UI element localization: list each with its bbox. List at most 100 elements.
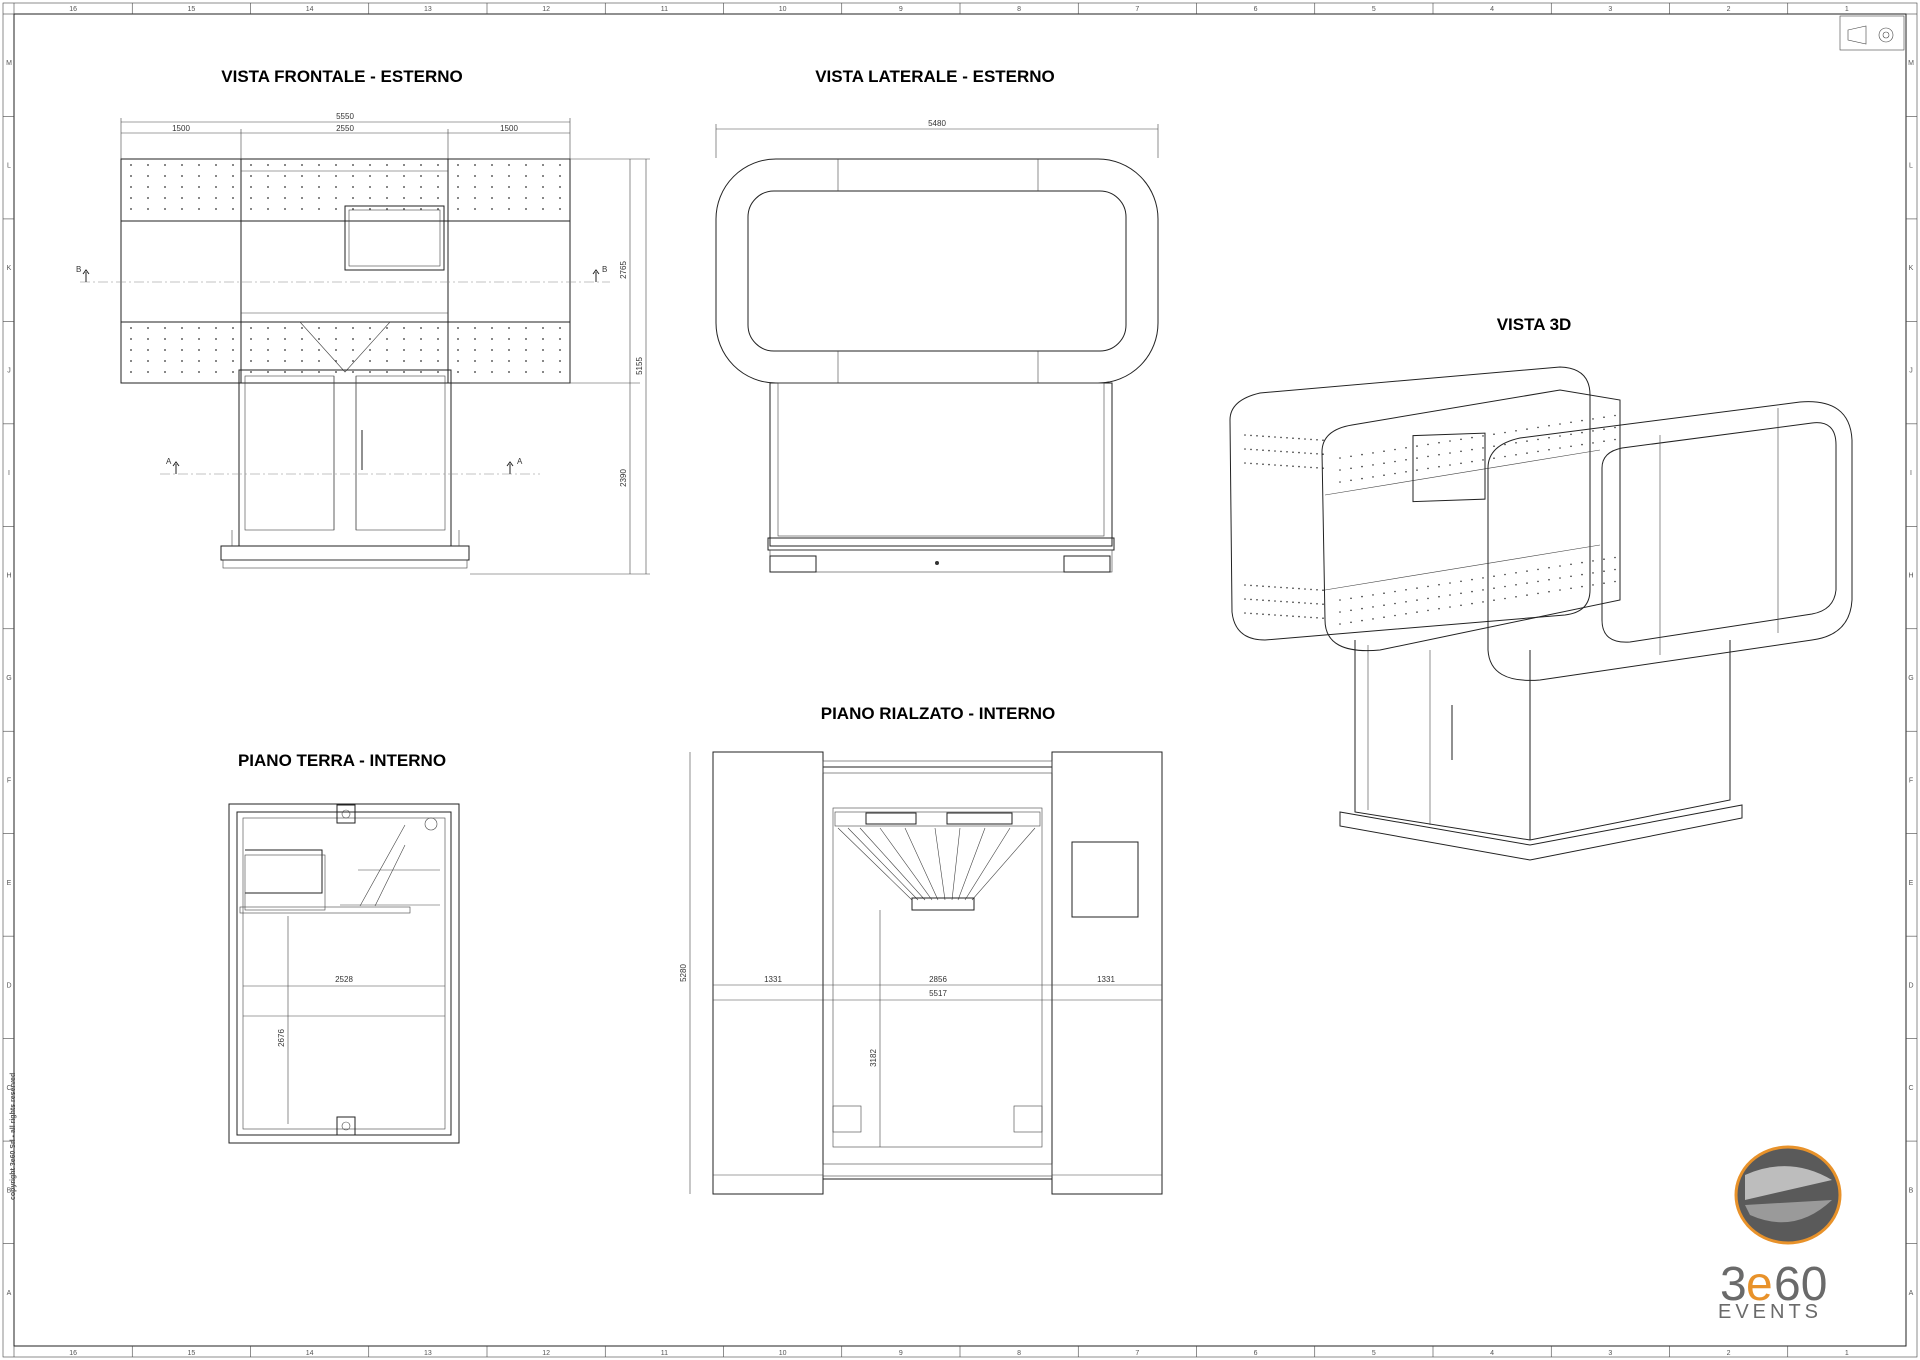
- column-marker: 4: [1490, 1350, 1494, 1357]
- column-marker: 6: [1254, 1350, 1258, 1357]
- column-marker: 6: [1254, 6, 1258, 13]
- column-marker: 10: [779, 1350, 787, 1357]
- dim-raised-right: 1331: [1097, 975, 1115, 984]
- front-view-drawing: 5550 1500 2550 1500 B B A A: [76, 112, 650, 575]
- column-markers-top: 16 15 14 13 12 11 10 9 8 7 6 5 4 3 2 1: [13, 3, 1849, 14]
- row-markers-right: M L K J I H G F E D C B A: [1906, 13, 1917, 1297]
- column-marker: 5: [1372, 6, 1376, 13]
- column-marker: 13: [424, 1350, 432, 1357]
- column-marker: 11: [661, 1350, 668, 1357]
- dim-raised-left: 1331: [764, 975, 782, 984]
- column-marker: 2: [1727, 1350, 1731, 1357]
- dim-front-lower-h: 2390: [619, 469, 628, 487]
- row-marker: E: [7, 880, 12, 887]
- row-marker: A: [1909, 1290, 1914, 1297]
- row-marker: F: [1909, 777, 1913, 784]
- row-marker: B: [7, 1187, 12, 1194]
- column-marker: 7: [1135, 1350, 1139, 1357]
- column-marker: 4: [1490, 6, 1494, 13]
- column-marker: 14: [306, 1350, 314, 1357]
- ground-floor-plan: 2528 2676: [228, 803, 460, 1144]
- column-marker: 5: [1372, 1350, 1376, 1357]
- row-marker: I: [1910, 470, 1912, 477]
- column-marker: 15: [187, 1350, 195, 1357]
- row-marker: M: [1908, 60, 1914, 67]
- column-marker: 12: [542, 6, 550, 13]
- dim-front-total-h: 5155: [635, 357, 644, 375]
- dim-front-upper-h: 2765: [619, 261, 628, 279]
- dim-ground-depth: 2676: [277, 1029, 286, 1047]
- front-view-title: VISTA FRONTALE - ESTERNO: [221, 67, 462, 86]
- row-marker: K: [1909, 265, 1914, 272]
- column-marker: 1: [1845, 1350, 1849, 1357]
- column-marker: 8: [1017, 1350, 1021, 1357]
- row-marker: J: [7, 368, 11, 375]
- column-marker: 11: [661, 6, 668, 13]
- dim-side-total: 5480: [928, 119, 946, 128]
- row-marker: G: [6, 675, 11, 682]
- dim-front-right: 1500: [500, 124, 518, 133]
- dim-raised-mid: 2856: [929, 975, 947, 984]
- front-rivet-pattern: [130, 164, 561, 373]
- copyright-text: copyright 3e60 Srl - all rights reserved: [10, 1073, 17, 1200]
- section-b-left: B: [76, 265, 81, 274]
- column-marker: 8: [1017, 6, 1021, 13]
- column-markers-bottom: 16 15 14 13 12 11 10 9 8 7 6 5 4 3 2 1: [13, 1346, 1849, 1357]
- raised-floor-plan: 1331 2856 1331 5517 5280 3182: [679, 751, 1163, 1195]
- column-marker: 10: [779, 6, 787, 13]
- column-marker: 7: [1135, 6, 1139, 13]
- view3d-title: VISTA 3D: [1497, 315, 1572, 334]
- row-marker: M: [6, 60, 12, 67]
- ground-floor-title: PIANO TERRA - INTERNO: [238, 751, 446, 770]
- raised-floor-title: PIANO RIALZATO - INTERNO: [821, 704, 1056, 723]
- column-marker: 9: [899, 1350, 903, 1357]
- dim-ground-width: 2528: [335, 975, 353, 984]
- column-marker: 15: [187, 6, 195, 13]
- column-marker: 3: [1608, 1350, 1612, 1357]
- column-marker: 13: [424, 6, 432, 13]
- row-marker: L: [7, 163, 11, 170]
- column-marker: 16: [69, 6, 77, 13]
- dim-front-left: 1500: [172, 124, 190, 133]
- dim-raised-depth: 5280: [679, 964, 688, 982]
- logo-subtext: EVENTS: [1718, 1301, 1822, 1323]
- row-marker: A: [7, 1290, 12, 1297]
- column-marker: 2: [1727, 6, 1731, 13]
- column-marker: 16: [69, 1350, 77, 1357]
- section-a-left: A: [166, 457, 172, 466]
- dim-front-total: 5550: [336, 112, 354, 121]
- dim-raised-total-w: 5517: [929, 989, 947, 998]
- row-marker: G: [1908, 675, 1913, 682]
- row-marker: B: [1909, 1187, 1914, 1194]
- column-marker: 14: [306, 6, 314, 13]
- side-view-title: VISTA LATERALE - ESTERNO: [815, 67, 1055, 86]
- side-view-drawing: 5480: [715, 119, 1159, 573]
- column-marker: 1: [1845, 6, 1849, 13]
- row-marker: I: [8, 470, 10, 477]
- row-marker: L: [1909, 163, 1913, 170]
- row-marker: C: [1908, 1085, 1913, 1092]
- column-marker: 9: [899, 6, 903, 13]
- company-logo: 3 e 60 EVENTS: [1718, 1145, 1842, 1323]
- row-marker: C: [6, 1085, 11, 1092]
- row-marker: E: [1909, 880, 1914, 887]
- row-marker: D: [1908, 982, 1913, 989]
- section-a-right: A: [517, 457, 523, 466]
- view3d-drawing: [1229, 366, 1853, 861]
- logo-emblem-icon: [1734, 1145, 1842, 1245]
- row-marker: J: [1909, 368, 1913, 375]
- row-marker: D: [6, 982, 11, 989]
- projection-symbol-icon: [1839, 15, 1905, 51]
- row-marker: H: [6, 573, 11, 580]
- logo-text-3: 3: [1720, 1258, 1747, 1311]
- row-marker: H: [1908, 573, 1913, 580]
- dim-front-mid: 2550: [336, 124, 354, 133]
- column-marker: 12: [542, 1350, 550, 1357]
- logo-text-60: 60: [1774, 1258, 1827, 1311]
- dim-raised-inner-depth: 3182: [869, 1049, 878, 1067]
- row-marker: K: [7, 265, 12, 272]
- column-marker: 3: [1608, 6, 1612, 13]
